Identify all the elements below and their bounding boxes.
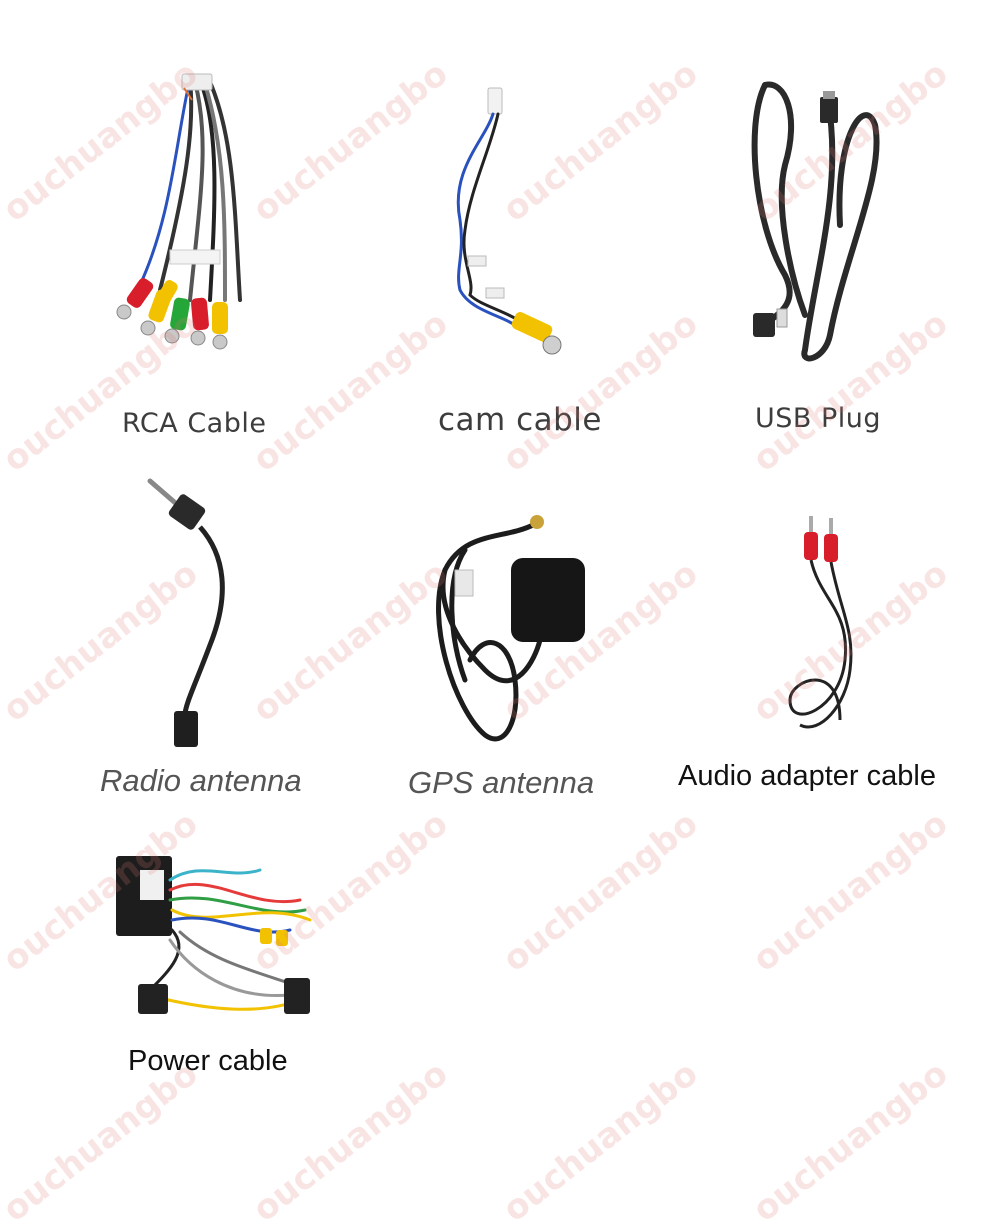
label-usb-plug: USB Plug (755, 403, 882, 434)
power-cable-icon (116, 856, 312, 1014)
item-gps-antenna (425, 510, 590, 750)
item-usb-plug (745, 75, 895, 365)
rca-cable-icon (116, 73, 242, 350)
camera-cable-icon (456, 87, 562, 355)
label-rca-cable: RCA Cable (122, 408, 267, 439)
watermark-text: ouchuangbo (0, 1053, 206, 1230)
label-cam-cable: cam cable (438, 402, 602, 438)
radio-antenna-icon (147, 478, 225, 747)
watermark-text: ouchuangbo (745, 803, 956, 980)
label-radio-antenna: Radio antenna (100, 763, 302, 798)
audio-adapter-cable-icon (788, 516, 853, 729)
item-audio-adapter-cable (780, 510, 870, 740)
item-rca-cable (100, 70, 300, 370)
watermark-text: ouchuangbo (245, 553, 456, 730)
watermark-text: ouchuangbo (245, 1053, 456, 1230)
watermark-text: ouchuangbo (495, 1053, 706, 1230)
item-radio-antenna (140, 475, 240, 755)
label-gps-antenna: GPS antenna (408, 765, 595, 800)
gps-antenna-icon (436, 515, 585, 742)
item-power-cable (110, 850, 320, 1030)
watermark-text: ouchuangbo (495, 803, 706, 980)
label-audio-adapter-cable: Audio adapter cable (678, 760, 936, 792)
label-power-cable: Power cable (128, 1045, 288, 1077)
usb-plug-icon (751, 81, 880, 362)
watermark-text: ouchuangbo (745, 1053, 956, 1230)
item-cam-cable (430, 80, 580, 370)
